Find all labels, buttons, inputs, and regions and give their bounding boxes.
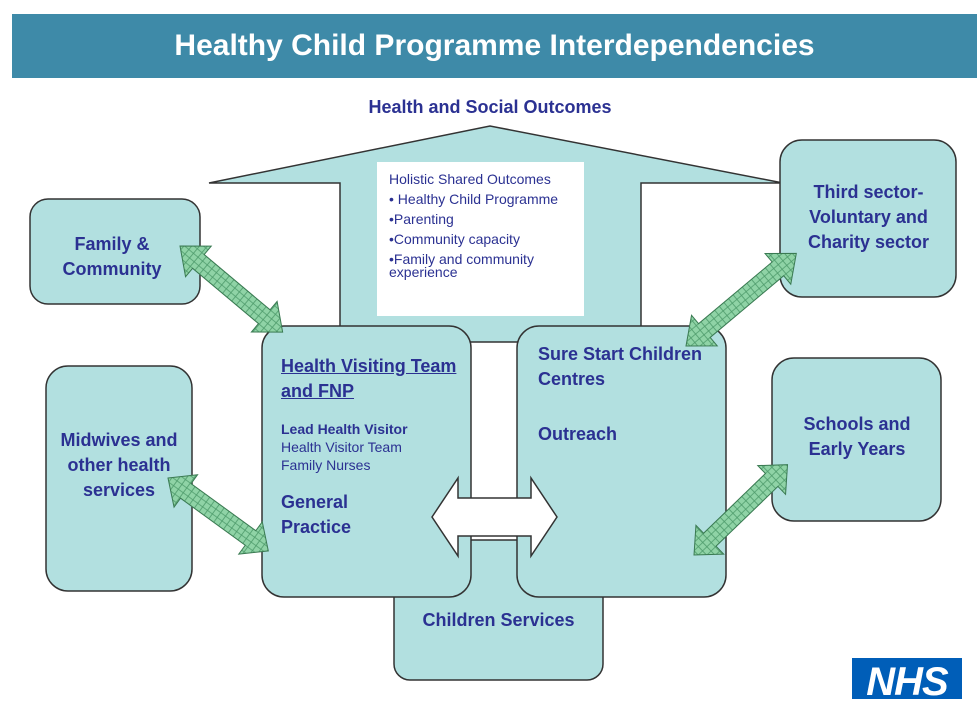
family-nurses: Family Nurses	[281, 457, 371, 473]
outcome-item: •Community capacity	[389, 231, 520, 247]
arrow-third-sector	[685, 252, 797, 347]
outreach-label: Outreach	[538, 424, 618, 444]
schools-label: Schools and Early Years	[803, 414, 911, 459]
lead-health-visitor: Lead Health Visitor	[281, 421, 408, 437]
page-title: Healthy Child Programme Interdependencie…	[12, 14, 977, 78]
health-visiting-text: Health Visiting Team and FNP Lead Health…	[281, 354, 461, 540]
arrow-schools	[693, 464, 789, 556]
sure-start-text: Sure Start Children Centres Outreach	[538, 342, 718, 447]
health-visiting-title: Health Visiting Team and FNP	[281, 356, 457, 401]
schools-box	[771, 357, 942, 522]
children-services-label: Children Services	[422, 610, 575, 630]
arrow-family	[179, 245, 284, 333]
outcome-item: •Parenting	[389, 211, 454, 227]
health-visiting-box	[261, 325, 472, 598]
sure-start-title: Sure Start Children Centres	[538, 344, 703, 389]
center-double-arrow	[431, 475, 558, 559]
nhs-logo: NHS	[852, 658, 962, 704]
general-practice: General Practice	[281, 492, 352, 537]
shared-outcomes-list: Holistic Shared Outcomes • Healthy Child…	[377, 162, 584, 316]
third-sector-box	[779, 139, 957, 298]
outcome-item: • Healthy Child Programme	[389, 191, 559, 207]
arrow-midwives	[167, 474, 269, 555]
shared-outcomes-heading: Holistic Shared Outcomes	[389, 171, 551, 187]
sure-start-box	[516, 325, 727, 598]
outcome-item: •Family and community experience	[389, 251, 534, 280]
midwives-label: Midwives and other health services	[60, 430, 178, 500]
health-visitor-team: Health Visitor Team	[281, 439, 402, 455]
outcomes-heading: Health and Social Outcomes	[368, 97, 612, 117]
family-label: Family & Community	[62, 234, 162, 279]
third-sector-label: Third sector- Voluntary and Charity sect…	[807, 182, 930, 252]
